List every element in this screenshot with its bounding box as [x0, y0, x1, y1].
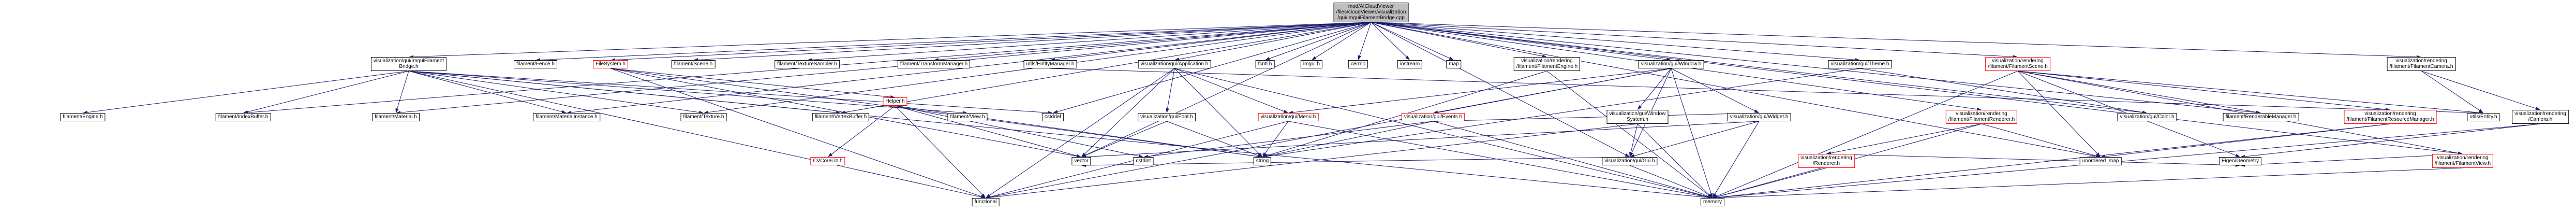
graph-node-utilsentity: utils/Entity.h	[2467, 113, 2500, 121]
graph-node-cstdint: cstdint	[1133, 157, 1154, 165]
graph-node-imgui: imgui.h	[1300, 60, 1323, 68]
graph-node-events[interactable]: visualization/gui/Events.h	[1401, 113, 1465, 121]
graph-node-texsampler: filament/TextureSampler.h	[775, 60, 840, 68]
graph-node-indexbuffer: filament/IndexBuffer.h	[215, 113, 271, 121]
graph-node-font[interactable]: visualization/gui/Font.h	[1138, 113, 1196, 121]
graph-node-transform: filament/TransformManager.h	[897, 60, 971, 68]
graph-node-menu[interactable]: visualization/gui/Menu.h	[1258, 113, 1319, 121]
graph-node-view: filament/View.h	[947, 113, 988, 121]
graph-node-vector: vector	[1071, 157, 1091, 165]
graph-node-helper[interactable]: Helper.h	[883, 97, 907, 106]
graph-node-windowsystem[interactable]: visualization/gui/Window System.h	[1606, 110, 1669, 124]
graph-node-fcntl: fcntl.h	[1255, 60, 1275, 68]
graph-node-rendcamera[interactable]: visualization/rendering /Camera.h	[2512, 110, 2569, 124]
graph-node-functional: functional	[972, 198, 1000, 206]
graph-node-window[interactable]: visualization/gui/Window.h	[1638, 60, 1704, 68]
graph-node-fence: filament/Fence.h	[514, 60, 557, 68]
graph-node-cvcorelib[interactable]: CVCoreLib.h	[810, 157, 845, 165]
graph-node-filamentrenderer[interactable]: visualization/rendering /filament/Filame…	[1945, 110, 2018, 124]
graph-node-eigen: Eigen/Geometry	[2218, 157, 2262, 165]
graph-node-filamentview[interactable]: visualization/rendering /filament/Filame…	[2432, 154, 2494, 168]
graph-node-iostream: iostream	[1397, 60, 1423, 68]
graph-node-string: string	[1253, 157, 1272, 165]
graph-node-resourcemgr[interactable]: visualization/rendering /filament/Filame…	[2344, 110, 2437, 124]
graph-node-widget[interactable]: visualization/gui/Widget.h	[1727, 113, 1791, 121]
graph-node-cerrno: cerrno	[1348, 60, 1368, 68]
graph-node-f_scene: filament/Scene.h	[671, 60, 716, 68]
graph-node-unordered: unordered_map	[2079, 157, 2122, 165]
graph-node-renderer[interactable]: visualization/rendering /Renderer.h	[1798, 154, 1855, 168]
graph-node-memory: memory	[1700, 198, 1725, 206]
graph-node-bridge_h[interactable]: visualization/gui/ImguiFilament Bridge.h	[370, 57, 447, 71]
graph-node-app[interactable]: visualization/gui/Application.h	[1138, 60, 1211, 68]
graph-node-filamentcamera[interactable]: visualization/rendering /filament/Filame…	[2387, 57, 2456, 71]
graph-node-texture: filament/Texture.h	[680, 113, 727, 121]
graph-node-renderablemgr: filament/RenderableManager.h	[2223, 113, 2299, 121]
graph-node-vertexbuffer: filament/VertexBuffer.h	[812, 113, 870, 121]
graph-node-map: map	[1446, 60, 1462, 68]
graph-node-gui[interactable]: visualization/gui/Gui.h	[1602, 157, 1658, 165]
graph-node-filesystem[interactable]: FileSystem.h	[593, 60, 628, 68]
graph-node-entitymgr: utils/EntityManager.h	[1023, 60, 1077, 68]
graph-node-filamentengine[interactable]: visualization/rendering /filament/Filame…	[1513, 57, 1581, 71]
graph-node-engine: filament/Engine.h	[60, 113, 106, 121]
graph-node-matinstance: filament/MaterialInstance.h	[533, 113, 600, 121]
graph-node-material: filament/Material.h	[372, 113, 420, 121]
graph-node-guicolor[interactable]: visualization/gui/Color.h	[2117, 113, 2177, 121]
graph-node-filamentscene[interactable]: visualization/rendering /filament/Filame…	[1985, 57, 2050, 71]
graph-node-theme[interactable]: visualization/gui/Theme.h	[1828, 60, 1892, 68]
graph-node-cstddef: cstddef	[1041, 113, 1064, 121]
graph-node-root: mod/AICloudViewer /files/cloudViewer/vis…	[1333, 3, 1409, 22]
